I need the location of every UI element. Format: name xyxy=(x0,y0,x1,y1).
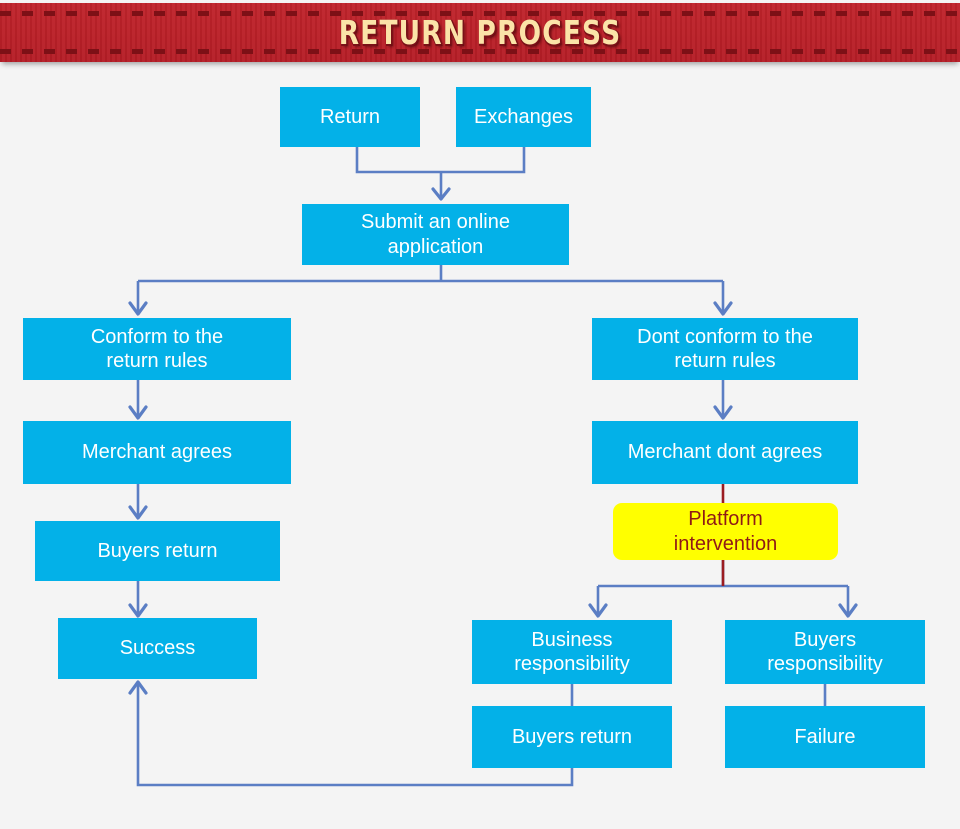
arrow-submit xyxy=(431,187,451,201)
node-submit-online-application[interactable]: Submit an online application xyxy=(302,204,569,265)
arrow-buyers-resp xyxy=(838,603,858,618)
node-buyers-return-right[interactable]: Buyers return xyxy=(472,706,672,768)
node-buyers-responsibility[interactable]: Buyers responsibility xyxy=(725,620,925,684)
arrow-dont-conform xyxy=(713,301,733,316)
arrow-buyers-return-left xyxy=(128,505,148,520)
arrow-merchant-dont xyxy=(713,405,733,420)
node-return[interactable]: Return xyxy=(280,87,420,147)
node-merchant-dont-agrees[interactable]: Merchant dont agrees xyxy=(592,421,858,484)
node-failure[interactable]: Failure xyxy=(725,706,925,768)
node-platform-intervention[interactable]: Platform intervention xyxy=(613,503,838,560)
arrow-business-resp xyxy=(588,603,608,618)
banner-stitch-bottom-icon xyxy=(0,49,960,54)
node-dont-conform-to-return-rules[interactable]: Dont conform to the return rules xyxy=(592,318,858,380)
edge-return-to-submit xyxy=(355,147,526,174)
node-success[interactable]: Success xyxy=(58,618,257,679)
node-conform-to-return-rules[interactable]: Conform to the return rules xyxy=(23,318,291,380)
node-business-responsibility[interactable]: Business responsibility xyxy=(472,620,672,684)
arrow-conform xyxy=(128,301,148,316)
edge-feedback-to-success xyxy=(136,682,574,787)
node-merchant-agrees[interactable]: Merchant agrees xyxy=(23,421,291,484)
arrow-success xyxy=(128,603,148,618)
node-exchanges[interactable]: Exchanges xyxy=(456,87,591,147)
node-buyers-return-left[interactable]: Buyers return xyxy=(35,521,280,581)
arrow-feedback-success xyxy=(128,680,148,695)
arrow-merchant-agrees xyxy=(128,405,148,420)
banner-stitch-top-icon xyxy=(0,11,960,16)
